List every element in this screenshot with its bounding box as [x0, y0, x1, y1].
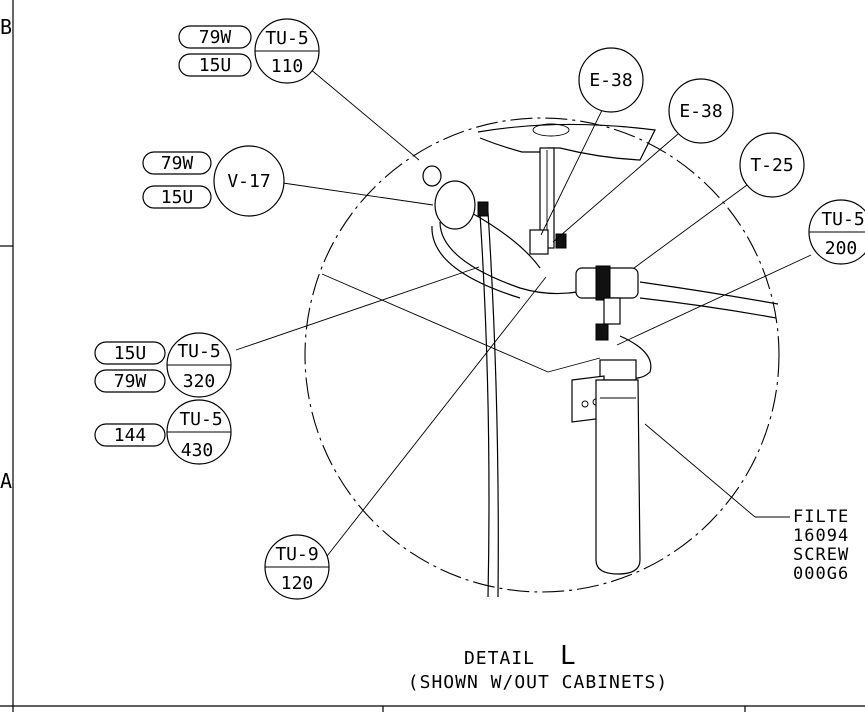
- valve-body: [434, 180, 476, 230]
- tu5-320-top: TU-5: [177, 341, 220, 362]
- callout-v17: 79W 15U V-17: [142, 145, 285, 217]
- main-tube-bottom: [639, 297, 777, 319]
- callout-e38-a: E-38: [578, 47, 644, 113]
- callout-e38-b: E-38: [668, 78, 734, 144]
- filter-note-line-1: FILTE: [793, 507, 849, 527]
- cabinet-line-1: [321, 273, 549, 373]
- callout-tu5-110: 79W 15U TU-5 110: [178, 18, 320, 84]
- tu9-120-bottom: 120: [281, 573, 314, 594]
- supply-tube-right: [479, 213, 490, 598]
- tu5-110-left-bottom: 15U: [199, 55, 232, 76]
- detail-title: DETAIL L (SHOWN W/OUT CABINETS): [408, 641, 668, 693]
- tu5-110-bottom: 110: [271, 56, 304, 77]
- filter-cartridge: [595, 379, 641, 575]
- tu5-320-bottom: 320: [183, 371, 216, 392]
- tu5-200-bottom: 200: [825, 238, 858, 259]
- elbow-fitting-a: [529, 229, 549, 255]
- tu9-120-top: TU-9: [275, 544, 318, 565]
- filter-note: FILTE 16094 SCREW 000G6: [755, 507, 849, 584]
- filter-note-line-3: SCREW: [793, 545, 849, 565]
- v17-label: V-17: [227, 171, 270, 192]
- tu5-200-top: TU-5: [821, 209, 864, 230]
- zone-label-a: A: [0, 469, 12, 493]
- valve-cap: [422, 165, 442, 187]
- tee-drop: [603, 297, 621, 325]
- main-tube-top: [639, 281, 779, 305]
- tee-nut: [595, 265, 611, 301]
- valve-tube-c: [469, 211, 541, 269]
- zone-label-b: B: [0, 15, 12, 39]
- valve-fitting: [477, 201, 489, 217]
- tu5-110-left-top: 79W: [199, 27, 232, 48]
- tu5-320-left-top: 15U: [114, 343, 147, 364]
- callout-tu9-120: TU-9 120: [264, 534, 330, 600]
- tu5-430-left: 144: [114, 425, 147, 446]
- tu5-430-top: TU-5: [179, 409, 222, 430]
- tu5-110-top: TU-5: [265, 28, 308, 49]
- leader-lines: [235, 67, 812, 566]
- e38-a-label: E-38: [589, 70, 632, 91]
- supply-tube-left: [487, 211, 499, 598]
- filter-fitting: [595, 323, 609, 341]
- e38-b-label: E-38: [679, 101, 722, 122]
- v17-left-top: 79W: [161, 153, 194, 174]
- tu5-430-bottom: 430: [181, 440, 214, 461]
- sink-drain-ring: [532, 123, 570, 137]
- elbow-fitting-b: [555, 233, 567, 249]
- v17-left-bottom: 15U: [161, 187, 194, 208]
- filter-note-line-2: 16094: [793, 526, 849, 546]
- cabinet-line-2: [547, 357, 601, 373]
- detail-letter: L: [560, 641, 577, 671]
- callout-tu5-320: 15U 79W TU-5 320: [94, 332, 232, 398]
- callout-tu5-200: TU-5 200: [808, 199, 865, 265]
- tu5-320-left-bottom: 79W: [114, 371, 147, 392]
- detail-subtitle: (SHOWN W/OUT CABINETS): [408, 672, 668, 693]
- detail-circle: [304, 117, 780, 593]
- callout-t25: T-25: [739, 132, 805, 198]
- filter-note-line-4: 000G6: [793, 564, 849, 584]
- filter-head: [599, 359, 637, 381]
- detail-title-text: DETAIL: [464, 648, 535, 669]
- t25-label: T-25: [750, 155, 793, 176]
- sink-underside: [477, 123, 656, 161]
- callout-tu5-430: 144 TU-5 430: [94, 399, 232, 465]
- plumbing-assembly: [321, 123, 779, 598]
- valve-tube-b: [431, 225, 521, 299]
